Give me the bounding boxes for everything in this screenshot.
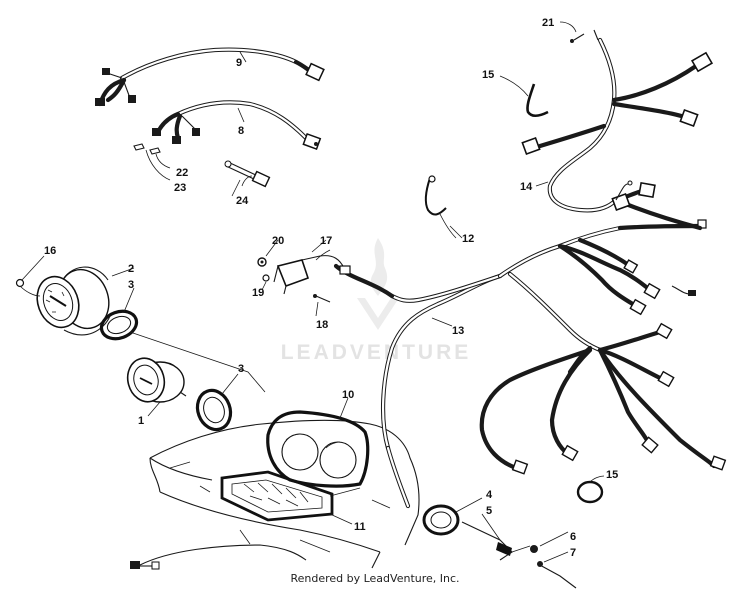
callout-11: 11 — [354, 521, 366, 533]
callout-14: 14 — [520, 181, 533, 193]
screw-part-18[interactable] — [313, 294, 331, 303]
callout-12: 12 — [462, 233, 474, 245]
bezel-ring-part-3-lower[interactable] — [192, 386, 236, 435]
callout-18: 18 — [316, 319, 328, 331]
gauge-part-1[interactable] — [123, 354, 187, 406]
sender-part-5[interactable] — [461, 521, 531, 561]
callout-13: 13 — [452, 325, 464, 337]
gauge-part-2[interactable] — [30, 263, 116, 336]
cable-part-7[interactable] — [537, 561, 577, 589]
switch-plate-part-11[interactable] — [220, 470, 334, 522]
callout-1: 1 — [138, 415, 144, 427]
callout-8: 8 — [238, 125, 244, 137]
dash-bezel-part-10[interactable] — [266, 410, 370, 488]
bulb-part-16[interactable] — [15, 278, 41, 297]
clip-part-15-lower[interactable] — [576, 475, 605, 504]
connector-part-21[interactable] — [559, 21, 599, 43]
callout-19: 19 — [252, 287, 264, 299]
wiring-harness-part-14[interactable] — [521, 37, 714, 231]
assembly-guide-line — [129, 331, 266, 393]
callout-9: 9 — [236, 57, 242, 69]
callout-17: 17 — [320, 235, 332, 247]
leader-lines — [21, 51, 569, 563]
callout-22: 22 — [176, 167, 188, 179]
callout-4: 4 — [486, 489, 493, 501]
bezel-ring-part-3-upper[interactable] — [98, 307, 141, 344]
callout-7: 7 — [570, 547, 576, 559]
nut-part-6[interactable] — [530, 545, 538, 553]
callout-2: 2 — [128, 263, 134, 275]
ground-wire-lower-left[interactable] — [130, 544, 307, 570]
callout-15-upper: 15 — [482, 69, 494, 81]
main-wiring-harness-part-13[interactable] — [333, 219, 727, 509]
callout-10: 10 — [342, 389, 354, 401]
callout-15-lower: 15 — [606, 469, 618, 481]
dash-panel-hood — [149, 419, 420, 569]
callout-16: 16 — [44, 245, 56, 257]
relay-part-17[interactable] — [273, 249, 351, 295]
sensor-part-12[interactable] — [424, 175, 457, 239]
callout-21: 21 — [542, 17, 554, 29]
callout-6: 6 — [570, 531, 576, 543]
connector-part-24[interactable] — [224, 160, 271, 188]
callout-23: 23 — [174, 182, 186, 194]
leadventure-watermark: LEADVENTURE — [280, 341, 472, 364]
nut-part-20[interactable] — [257, 257, 267, 267]
wiring-harness-part-8[interactable] — [152, 100, 322, 150]
callout-3-upper: 3 — [128, 279, 134, 291]
clip-part-15-upper[interactable] — [499, 75, 549, 118]
leadventure-logo-watermark — [357, 238, 399, 330]
wiring-harness-part-9[interactable] — [95, 47, 325, 107]
washer-part-19[interactable] — [262, 274, 270, 282]
terminal-parts-22-23[interactable] — [133, 143, 171, 181]
callout-24: 24 — [236, 195, 249, 207]
render-credit-footer: Rendered by LeadVenture, Inc. — [290, 572, 460, 585]
callout-5: 5 — [486, 505, 492, 517]
grommet-part-4[interactable] — [422, 504, 460, 536]
callout-20: 20 — [272, 235, 284, 247]
callout-3-lower: 3 — [238, 363, 244, 375]
